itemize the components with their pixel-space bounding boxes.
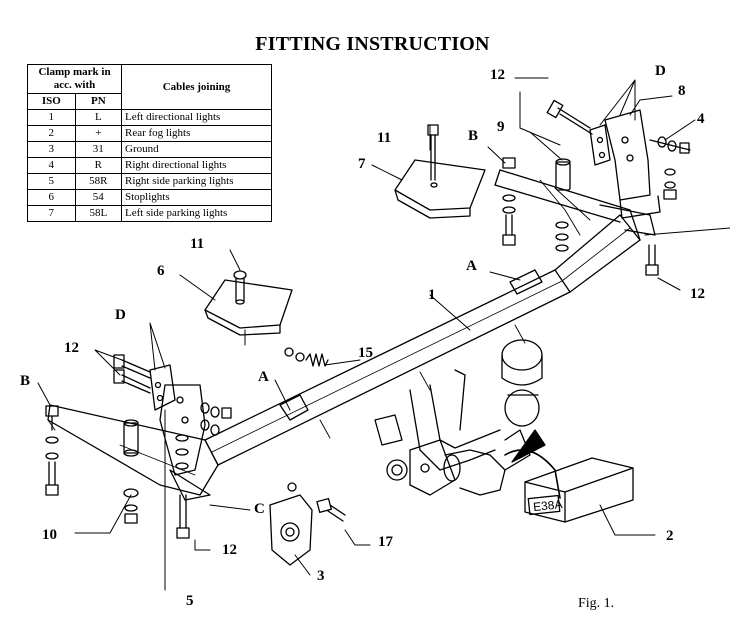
- header-pn: PN: [74, 93, 123, 110]
- label-A-left: A: [258, 369, 269, 385]
- label-12-left: 12: [64, 340, 79, 356]
- tow-ball-neck: [374, 339, 543, 496]
- box-label: E38A: [532, 497, 563, 514]
- arrow-head: [511, 429, 546, 463]
- label-C: C: [254, 501, 265, 517]
- bolt-lower-right: [645, 244, 659, 276]
- crossbar: [204, 214, 641, 466]
- arrow-curve: [504, 449, 561, 499]
- socket-plate: [269, 482, 346, 566]
- label-B-right: B: [468, 128, 478, 144]
- plate-7: [394, 124, 486, 219]
- plate-6: [204, 270, 293, 336]
- bolt-upper: [546, 99, 691, 200]
- label-12-right: 12: [690, 286, 705, 302]
- package-box: [524, 457, 634, 523]
- right-bracket: [589, 109, 661, 219]
- figure-caption: Fig. 1.: [578, 596, 615, 611]
- label-B-left: B: [20, 373, 30, 389]
- label-2: 2: [666, 528, 674, 544]
- label-12-bottom: 12: [222, 542, 237, 558]
- label-8: 8: [678, 83, 686, 99]
- label-17: 17: [378, 534, 394, 550]
- page-title: FITTING INSTRUCTION: [255, 33, 490, 55]
- clamp-a-right: [509, 269, 543, 295]
- right-side-arm: [494, 158, 656, 241]
- clamp-a-left: [279, 394, 309, 421]
- label-4: 4: [697, 111, 705, 127]
- left-bracket: [149, 364, 211, 501]
- table-row: 2+Rear fog lights: [27, 125, 272, 142]
- label-7: 7: [358, 156, 366, 172]
- leader-lines: [37, 77, 730, 591]
- label-12-top: 12: [490, 67, 505, 83]
- left-side-arm: [47, 404, 219, 496]
- label-5: 5: [186, 593, 194, 609]
- header-clamp: Clamp mark in acc. with: [27, 64, 122, 94]
- label-10: 10: [42, 527, 57, 543]
- fastener-stack-left: [45, 405, 190, 539]
- label-1: 1: [428, 287, 436, 303]
- label-A-right: A: [466, 258, 477, 274]
- bolts-left: [113, 354, 232, 436]
- label-D-right: D: [655, 63, 666, 79]
- label-6: 6: [157, 263, 165, 279]
- label-15: 15: [358, 345, 373, 361]
- label-9: 9: [497, 119, 505, 135]
- screw-15: [284, 347, 329, 367]
- label-D-left: D: [115, 307, 126, 323]
- label-3: 3: [317, 568, 325, 584]
- label-11-upper: 11: [377, 130, 391, 146]
- fastener-stack-right: [502, 157, 569, 252]
- cable-table: Clamp mark in acc. with Cables joining I…: [27, 64, 272, 222]
- label-11-lower: 11: [190, 236, 204, 252]
